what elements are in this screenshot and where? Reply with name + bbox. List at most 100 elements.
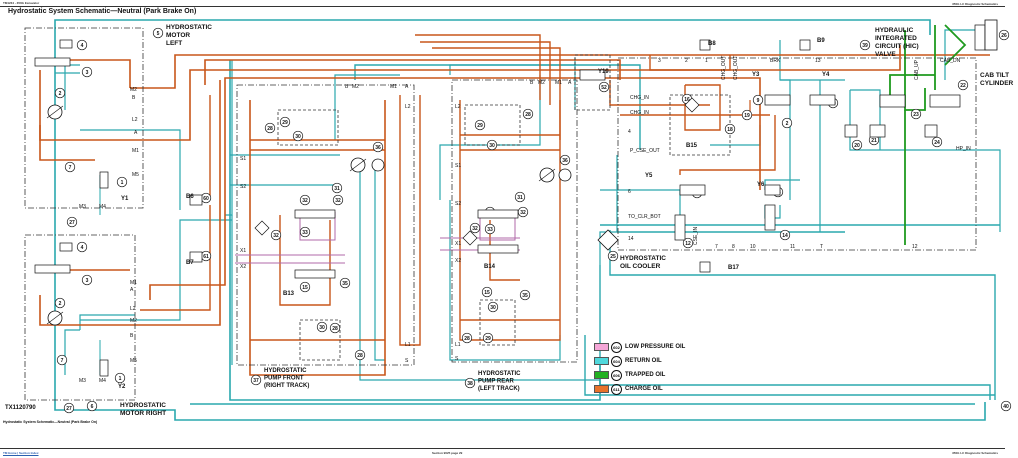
callout-40: 40 [1000,400,1012,412]
port-label: A [134,130,138,136]
valve-symbol [764,94,791,106]
port-label: CAB_DN [940,58,961,64]
callout-circle [279,116,291,128]
port-label: M1 [130,280,137,286]
relief-29-boundary [277,109,339,146]
y19-valve-boundary [574,54,611,111]
callout-circle [998,29,1010,41]
port-label: M5 [130,358,137,364]
callout-36: 36 [559,154,571,166]
callout-number: 15 [484,290,490,296]
callout-number: 27 [66,406,72,412]
oil-cooler-label: HYDROSTATIC [620,255,666,262]
relief-29r-boundary [464,104,521,146]
device-label-b17: B17 [728,265,740,271]
motor-left-label: MOTOR [166,32,190,39]
valve-symbol [764,184,781,196]
pump-front-label: HYDROSTATIC [264,368,307,374]
device-label-b15: B15 [686,143,698,149]
trapped-line [889,74,935,95]
callout-7: 7 [56,354,68,366]
callout-number: 35 [342,281,348,287]
callout-14: 14 [779,229,791,241]
motor-right-label: MOTOR RIGHT [120,410,166,417]
valve-symbol [699,261,711,273]
callout-number: 30 [295,134,301,140]
callout-number: 39 [862,43,868,49]
callout-15: 15 [481,286,493,298]
valve-symbol [809,94,836,106]
callout-7: 7 [64,161,76,173]
port-label: L1 [405,342,411,348]
callout-number: 33 [302,230,308,236]
motor-left-label: LEFT [166,40,182,47]
return-line [944,29,980,80]
valve-symbol [99,359,109,377]
callout-circle [299,281,311,293]
callout-number: 24 [934,140,940,146]
callout-circle [851,139,863,151]
callout-2: 2 [54,87,66,99]
charge-line [684,84,721,131]
port-label: TO_CLR_BOT [628,214,661,220]
callout-circle [487,301,499,313]
callout-circle [957,79,969,91]
valve-symbol [189,251,203,263]
callout-circle [354,349,366,361]
callout-1: 1 [114,372,126,384]
port-label: L2 [455,104,461,110]
valve-symbol [699,39,711,51]
header-section-title: 350G LC Diagnostic Schematics [952,2,998,6]
callout-circle [486,139,498,151]
callout-1: 1 [116,176,128,188]
footer-nav-link[interactable]: TM Home | Section Index [3,451,39,455]
callout-number: 36 [562,158,568,164]
callout-number: 16 [684,97,690,103]
callout-number: 2 [59,91,62,97]
port-label: M1 [555,80,562,86]
return-line [334,74,400,140]
legend-code: 606 [611,369,622,381]
charge-line [415,34,541,100]
callout-number: 32 [273,233,279,239]
callout-circle [741,109,753,121]
legend-swatch-trapped [594,371,609,379]
callout-28: 28 [354,349,366,361]
device-label-y4: Y4 [822,72,830,78]
port-label: X1 [240,248,246,254]
port-label: S2 [240,184,246,190]
callout-number: 30 [489,143,495,149]
callout-26: 26 [998,29,1010,41]
cab-tilt-label: CAB TILT [980,72,1009,79]
callout-circle [299,194,311,206]
legend-swatch-low-pressure [594,343,609,351]
callout-circle [474,119,486,131]
valve-symbol [869,124,886,138]
callout-61: 61 [200,250,212,262]
callout-number: 30 [490,305,496,311]
callout-circle [461,332,473,344]
callout-circle [66,216,78,228]
callout-number: 32 [520,210,526,216]
figure-id: TX1120790 [5,405,36,411]
callout-35: 35 [519,289,531,301]
device-label-y1: Y1 [121,196,129,202]
callout-circle [519,289,531,301]
callout-23: 23 [910,108,922,120]
callout-circle [859,39,871,51]
callout-number: 2 [786,121,789,127]
callout-4: 4 [76,39,88,51]
legend-swatch-charge [594,385,609,393]
callout-27: 27 [66,216,78,228]
port-label: B [132,95,136,101]
callout-circle [64,161,76,173]
port-label: L2 [132,117,138,123]
return-line [229,60,601,401]
port-label: M1 [390,84,397,90]
legend-label: TRAPPED OIL [625,372,666,378]
port-label: L2 [405,104,411,110]
callout-32: 32 [517,206,529,218]
pump-front-label: PUMP FRONT [264,376,304,382]
charge-line [140,205,211,311]
port-label: CHG_OUT [721,56,727,80]
